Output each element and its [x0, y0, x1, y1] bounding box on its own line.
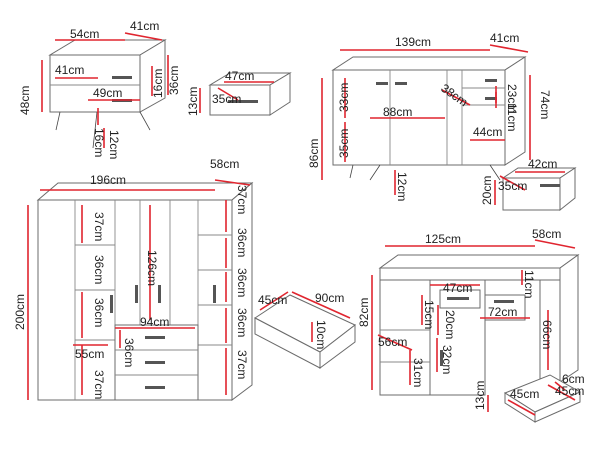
- label-drawer-height: 36cm: [122, 338, 136, 367]
- label-shelf-right-4: 36cm: [235, 308, 249, 337]
- nightstand-drawer: 47cm 35cm 13cm: [186, 69, 292, 116]
- label-compartment-bottom: 35cm: [337, 129, 351, 158]
- label-drawer-front: 49cm: [93, 86, 122, 100]
- label-depth: 41cm: [130, 19, 159, 33]
- label-drawer-height: 6cm: [562, 372, 585, 386]
- label-shelf-right-2: 36cm: [235, 228, 249, 257]
- label-cabinet-depth: 56cm: [378, 335, 407, 349]
- label-drawer-inner-width: 44cm: [473, 125, 502, 139]
- label-drawer-depth: 35cm: [212, 92, 241, 106]
- label-leg-space-width: 72cm: [488, 305, 517, 319]
- label-drawer-width: 90cm: [315, 291, 344, 305]
- label-drawer-top: 23cm: [505, 84, 519, 113]
- nightstand-leg: [92, 111, 98, 149]
- label-drawer-height: 16cm: [151, 69, 165, 98]
- label-drawer-box-height: 13cm: [186, 87, 200, 116]
- label-shelf-left-mid: 36cm: [92, 255, 106, 284]
- label-hanging-height: 126cm: [145, 250, 159, 286]
- label-depth: 41cm: [490, 31, 519, 45]
- label-drawer-width: 47cm: [225, 69, 254, 83]
- wardrobe-drawer: 45cm 90cm 10cm: [254, 291, 356, 369]
- label-cabinet-inner-height: 32cm: [440, 345, 454, 374]
- desk-drawer: 45cm 45cm 6cm: [503, 372, 585, 423]
- dim-line: [124, 32, 163, 41]
- label-shelf-left-low: 36cm: [92, 298, 106, 327]
- nightstand-leg: [55, 111, 61, 131]
- nightstand-leg: [139, 111, 151, 131]
- label-drawer-width: 42cm: [528, 157, 557, 171]
- sideboard: 139cm 41cm 74cm 86cm 33cm 35cm 88cm 38cm…: [307, 31, 552, 201]
- wardrobe-top: [36, 182, 254, 201]
- label-width: 54cm: [70, 27, 99, 41]
- label-height: 74cm: [538, 90, 552, 119]
- label-cabinet-inner-height2: 31cm: [411, 358, 425, 387]
- label-shelf-left-top: 37cm: [92, 212, 106, 241]
- label-drawer-offset: 13cm: [473, 381, 487, 410]
- label-leg-height: 12cm: [395, 172, 409, 201]
- nightstand-handle-top: [112, 76, 132, 79]
- desk: 125cm 58cm 82cm 47cm 11cm 15cm 20cm 72cm…: [357, 227, 580, 412]
- label-depth: 58cm: [210, 157, 239, 171]
- label-total-height: 86cm: [307, 139, 321, 168]
- nightstand: 54cm 41cm 48cm 41cm 49cm 16cm 36cm 16cm …: [18, 19, 181, 159]
- label-depth: 58cm: [532, 227, 561, 241]
- label-inner-depth: 55cm: [75, 347, 104, 361]
- label-drawer-height: 20cm: [480, 176, 494, 205]
- label-drawer-height-top: 11cm: [522, 270, 536, 298]
- sideboard-top: [331, 56, 527, 71]
- wardrobe: 196cm 58cm 200cm 37cm 36cm 36cm 55cm 37c…: [13, 157, 254, 401]
- label-inner-depth: 36cm: [167, 66, 181, 95]
- label-drawer-width: 45cm: [510, 387, 539, 401]
- label-height: 82cm: [357, 298, 371, 327]
- label-width: 139cm: [395, 35, 431, 49]
- label-shelf-right-3: 36cm: [235, 268, 249, 297]
- label-shelf-right-top: 37cm: [235, 185, 249, 214]
- drawer-handle: [228, 100, 258, 103]
- label-drawer-height: 10cm: [314, 320, 328, 349]
- label-leg-height: 12cm: [107, 130, 121, 159]
- label-drawer-width-top: 47cm: [443, 281, 472, 295]
- label-height: 48cm: [18, 86, 32, 115]
- label-drawer-depth: 45cm: [555, 384, 584, 398]
- label-inner-width: 88cm: [383, 105, 412, 119]
- label-cabinet-height: 20cm: [443, 310, 457, 339]
- label-drawer-depth: 45cm: [258, 293, 287, 307]
- label-shelf-left-bottom: 37cm: [92, 370, 106, 399]
- label-leg-offset: 16cm: [92, 128, 106, 157]
- label-desk-inner-height: 15cm: [422, 300, 436, 329]
- label-drawer-depth: 35cm: [498, 179, 527, 193]
- sideboard-drawer: 42cm 35cm 20cm: [480, 157, 577, 212]
- nightstand-front: [49, 54, 141, 113]
- desk-top: [378, 254, 580, 269]
- label-compartment-top: 33cm: [337, 83, 351, 112]
- label-height: 200cm: [13, 294, 27, 330]
- label-drawer-width: 94cm: [140, 315, 169, 329]
- label-width: 125cm: [425, 232, 461, 246]
- label-leg-space-height: 66cm: [540, 320, 554, 349]
- label-width: 196cm: [90, 173, 126, 187]
- label-drawer-mid: 11cm: [505, 103, 519, 131]
- label-inner-width: 41cm: [55, 63, 84, 77]
- label-shelf-right-bottom: 37cm: [235, 350, 249, 379]
